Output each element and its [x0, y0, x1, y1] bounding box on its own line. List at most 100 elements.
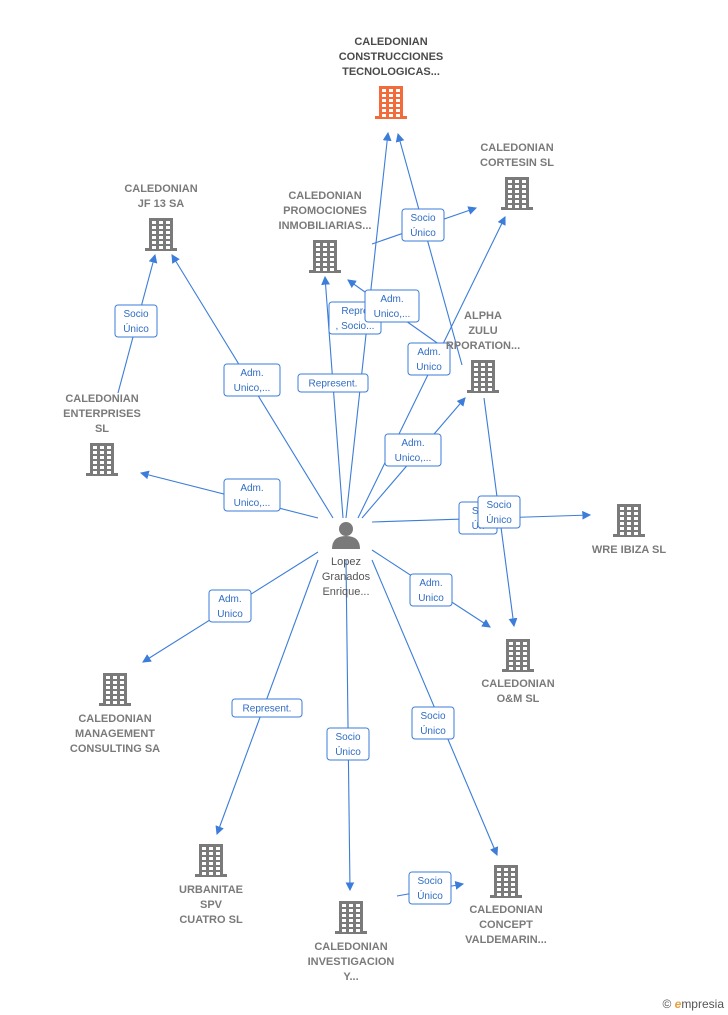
- node-label: CONCEPT: [479, 919, 533, 931]
- node-label: PROMOCIONES: [283, 205, 367, 217]
- edge-label[interactable]: Adm.Unico,...: [223, 478, 281, 512]
- node-enterprises[interactable]: CALEDONIAN ENTERPRISES SL: [63, 393, 141, 476]
- node-jf13[interactable]: CALEDONIAN JF 13 SA: [124, 183, 198, 251]
- edge-label-text: Socio: [123, 309, 148, 320]
- edge-label-text: Adm.: [218, 594, 241, 605]
- node-label: CALEDONIAN: [65, 393, 138, 405]
- building-icon: [99, 673, 131, 706]
- node-label: Y...: [343, 971, 358, 983]
- edge-label-text: Único: [417, 889, 443, 902]
- node-label: TECNOLOGICAS...: [342, 66, 440, 78]
- edge-label-text: Unico: [418, 593, 444, 604]
- node-label: MANAGEMENT: [75, 728, 155, 740]
- brand-initial: e: [674, 997, 682, 1011]
- building-icon: [375, 86, 407, 119]
- edge-label-box: [326, 727, 370, 761]
- node-label: CONSULTING SA: [70, 743, 160, 755]
- node-label: CORTESIN SL: [480, 157, 554, 169]
- edge-label-text: Socio: [410, 213, 435, 224]
- node-label: WRE IBIZA SL: [592, 544, 666, 556]
- node-investigacion[interactable]: CALEDONIAN INVESTIGACION Y...: [308, 901, 395, 983]
- node-label: Granados: [322, 571, 371, 583]
- edge-label-box: [208, 589, 252, 623]
- edge-label[interactable]: Adm. Unico: [409, 573, 453, 607]
- empresia-watermark: © empresia: [662, 997, 724, 1011]
- edge-label-text: Único: [410, 226, 436, 239]
- edge-label-text: Unico,...: [234, 498, 271, 509]
- building-icon: [490, 865, 522, 898]
- edge-label-box: [223, 363, 281, 397]
- edge-label[interactable]: Represent.: [231, 698, 303, 718]
- edge-label-text: Único: [486, 513, 512, 526]
- building-icon: [86, 443, 118, 476]
- edge-label-text: Adm.: [240, 368, 263, 379]
- building-icon: [309, 240, 341, 273]
- edge-label-box: [407, 342, 451, 376]
- edge-label[interactable]: Adm.Unico: [208, 589, 252, 623]
- edge-label-box: [231, 698, 303, 718]
- edge-label[interactable]: Adm.Unico,...: [364, 289, 420, 323]
- node-label: CUATRO SL: [179, 914, 243, 926]
- edge-person-investigacion: [345, 559, 355, 892]
- node-label: CONSTRUCCIONES: [339, 51, 444, 63]
- edge-label-box: [384, 433, 442, 467]
- node-cortesin[interactable]: CALEDONIAN CORTESIN SL: [480, 142, 554, 210]
- brand-name: mpresia: [681, 997, 724, 1011]
- node-label: CALEDONIAN: [314, 941, 387, 953]
- building-icon: [613, 504, 645, 537]
- edge-label-box: [409, 573, 453, 607]
- node-label: INMOBILIARIAS...: [279, 220, 372, 232]
- edge-label-text: Adm.: [419, 578, 442, 589]
- node-label: O&M SL: [497, 693, 540, 705]
- edge-label-text: Único: [335, 745, 361, 758]
- node-label: CALEDONIAN: [480, 142, 553, 154]
- edge-label[interactable]: Adm.Unico: [407, 342, 451, 376]
- node-label: ZULU: [468, 325, 497, 337]
- node-cct[interactable]: CALEDONIANCONSTRUCCIONESTECNOLOGICAS...: [339, 36, 444, 119]
- edge-label-text: Socio: [335, 732, 360, 743]
- node-label: SL: [95, 423, 109, 435]
- node-label: INVESTIGACION: [308, 956, 395, 968]
- node-promociones[interactable]: CALEDONIAN PROMOCIONES INMOBILIARIAS...: [279, 190, 372, 273]
- edge-label-text: Represent.: [309, 379, 358, 390]
- edge-label-text: Adm.: [417, 347, 440, 358]
- edge-label-box: [297, 373, 369, 393]
- building-icon: [145, 218, 177, 251]
- node-label: Lopez: [331, 556, 361, 568]
- node-alpha[interactable]: ALPHAZULURPORATION...: [446, 310, 520, 393]
- node-label: ENTERPRISES: [63, 408, 141, 420]
- node-label: ALPHA: [464, 310, 502, 322]
- edge-alpha-cct: [395, 132, 463, 366]
- edge-labels-layer: SocioÚnicoSocioÚnicoAdm.Unico,...Represe…: [114, 208, 521, 905]
- node-label: VALDEMARIN...: [465, 934, 547, 946]
- node-label: CALEDONIAN: [288, 190, 361, 202]
- edge-label[interactable]: Adm.Unico,...: [223, 363, 281, 397]
- node-label: SPV: [200, 899, 223, 911]
- node-label: JF 13 SA: [138, 198, 185, 210]
- node-person[interactable]: LopezGranadosEnrique...: [322, 522, 371, 598]
- edge-label-box: [477, 495, 521, 529]
- edge-label-text: Adm.: [380, 294, 403, 305]
- edge-label-box: [408, 871, 452, 905]
- person-icon: [332, 522, 360, 549]
- edge-label[interactable]: Represent.: [297, 373, 369, 393]
- edge-label-box: [411, 706, 455, 740]
- node-wre[interactable]: WRE IBIZA SL: [592, 504, 666, 556]
- node-concept[interactable]: CALEDONIANCONCEPTVALDEMARIN...: [465, 865, 547, 946]
- edge-label[interactable]: Adm.Unico,...: [384, 433, 442, 467]
- nodes-layer: LopezGranadosEnrique...CALEDONIANCONSTRU…: [63, 36, 666, 983]
- building-icon: [335, 901, 367, 934]
- node-label: URBANITAE: [179, 884, 243, 896]
- node-label: CALEDONIAN: [124, 183, 197, 195]
- edge-label-text: Represent.: [243, 704, 292, 715]
- edge-label-text: Adm.: [401, 438, 424, 449]
- node-urbanitae[interactable]: URBANITAE SPV CUATRO SL: [179, 844, 243, 926]
